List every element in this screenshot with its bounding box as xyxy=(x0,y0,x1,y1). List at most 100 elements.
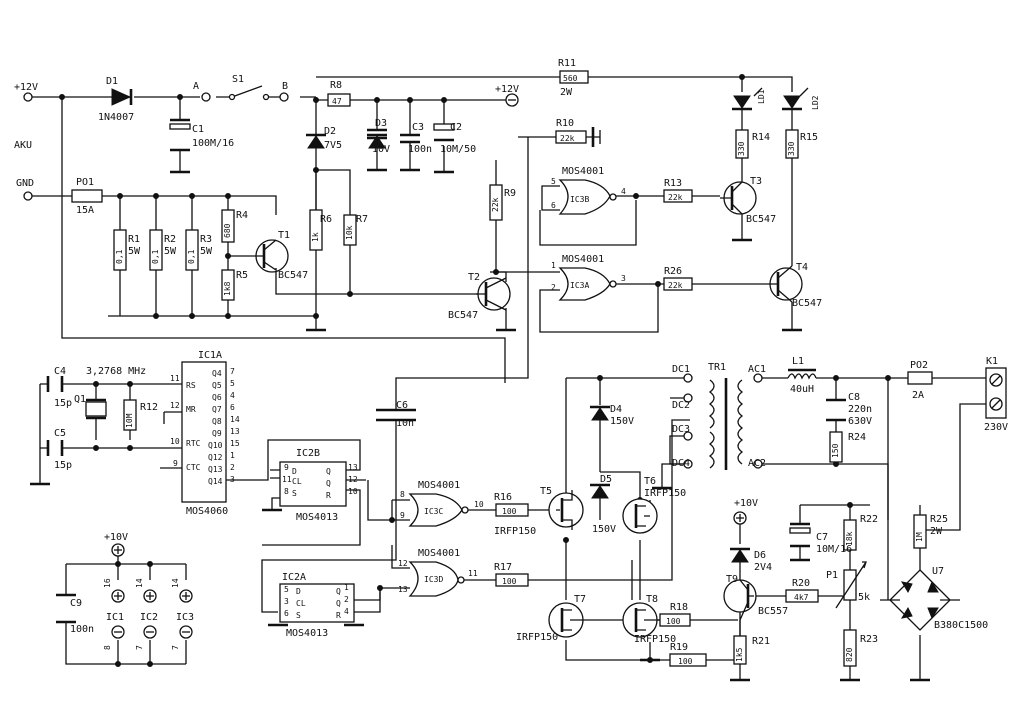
label-ic2a-p4: 4 xyxy=(344,607,349,616)
label-ic2: IC2 xyxy=(140,612,158,623)
label-ic1-q8: Q8 xyxy=(212,417,222,426)
label-r19: R19 xyxy=(670,642,688,653)
label-ic1-p9: 9 xyxy=(173,459,178,468)
label-ic2a-p6: 6 xyxy=(284,609,289,618)
label-ic1-q13: Q13 xyxy=(208,465,223,474)
label-r12-val: 10M xyxy=(125,413,134,428)
label-r3-pw: 5W xyxy=(200,246,213,257)
label-ic2a: IC2A xyxy=(282,572,306,583)
label-r25: R25 xyxy=(930,514,948,525)
label-p1pot: P1 xyxy=(826,570,838,581)
label-ic2a-qn: Q xyxy=(336,599,341,608)
label-ic2b-chip: MOS4013 xyxy=(296,512,338,523)
label-ic2b-s: S xyxy=(292,489,297,498)
label-po2-val: 2A xyxy=(912,390,924,401)
label-c9-val: 100n xyxy=(70,624,94,635)
label-r9: R9 xyxy=(504,188,516,199)
transistors xyxy=(255,181,803,638)
label-r3-val: 0,1 xyxy=(187,249,196,264)
transformer-tr1 xyxy=(708,378,744,470)
label-ic2b: IC2B xyxy=(296,448,320,459)
label-c6: C6 xyxy=(396,400,408,411)
label-ic2a-r: R xyxy=(336,611,341,620)
label-r14: R14 xyxy=(752,132,770,143)
label-q1: Q1 xyxy=(74,394,86,405)
label-r18-val: 100 xyxy=(666,617,681,626)
label-r12: R12 xyxy=(140,402,158,413)
label-po1-val: 15A xyxy=(76,205,94,216)
label-po2: PO2 xyxy=(910,360,928,371)
label-ic1-mr: MR xyxy=(186,405,196,414)
label-ic3d-chip: MOS4001 xyxy=(418,548,460,559)
label-r17-val: 100 xyxy=(502,577,517,586)
label-c3-val: 100n xyxy=(408,144,432,155)
label-ic1-p12: 12 xyxy=(170,401,180,410)
label-ic1-q5: Q5 xyxy=(212,381,222,390)
label-ic2a-p1: 1 xyxy=(344,583,349,592)
label-r23: R23 xyxy=(860,634,878,645)
label-t4: T4 xyxy=(796,262,808,273)
label-d6: D6 xyxy=(754,550,766,561)
label-t8-val: IRFP150 xyxy=(634,634,676,645)
label-r21-val: 1k5 xyxy=(735,647,744,662)
label-r4-val: 680 xyxy=(223,223,232,238)
label-ic1-q12: Q12 xyxy=(208,453,223,462)
label-k1-val: 230V xyxy=(984,422,1008,433)
label-ic2b-q: Q xyxy=(326,467,331,476)
label-ic2b-p11: 11 xyxy=(282,475,292,484)
label-r6: R6 xyxy=(320,214,332,225)
label-r26: R26 xyxy=(664,266,682,277)
label-node-a: A xyxy=(193,81,199,92)
label-c3: C3 xyxy=(412,122,424,133)
label-ic2b-p12: 12 xyxy=(348,475,358,484)
label-d5: D5 xyxy=(600,474,612,485)
label-ic1-n14: 14 xyxy=(230,415,240,424)
label-r18: R18 xyxy=(670,602,688,613)
label-ic1-q4: Q4 xyxy=(212,369,222,378)
label-ld2: LD2 xyxy=(811,95,820,110)
label-d3-val: 10V xyxy=(372,144,390,155)
label-r11-pw: 2W xyxy=(560,87,573,98)
label-k1: K1 xyxy=(986,356,998,367)
label-d4: D4 xyxy=(610,404,622,415)
label-c8: C8 xyxy=(848,392,860,403)
label-t7-val: IRFP150 xyxy=(516,632,558,643)
label-pin5: 5 xyxy=(551,177,556,186)
label-r7: R7 xyxy=(356,214,368,225)
label-node-b: B xyxy=(282,81,288,92)
label-d2-val: 7V5 xyxy=(324,140,342,151)
label-t5-val: IRFP150 xyxy=(494,526,536,537)
label-c7: C7 xyxy=(816,532,828,543)
label-r10: R10 xyxy=(556,118,574,129)
label-r1: R1 xyxy=(128,234,140,245)
label-vplus10-b: +10V xyxy=(104,532,128,543)
label-ic2a-chip: MOS4013 xyxy=(286,628,328,639)
resistors xyxy=(71,70,933,667)
label-r8: R8 xyxy=(330,80,342,91)
ground-symbols xyxy=(30,127,930,682)
label-ic3a-chip: MOS4001 xyxy=(562,254,604,265)
label-t7: T7 xyxy=(574,594,586,605)
label-pin12: 12 xyxy=(398,559,408,568)
label-pin13: 13 xyxy=(398,585,408,594)
label-c6-val: 10n xyxy=(396,418,414,429)
label-ic1-n2: 2 xyxy=(230,463,235,472)
label-ic3: IC3 xyxy=(176,612,194,623)
label-r19-val: 100 xyxy=(678,657,693,666)
label-r3: R3 xyxy=(200,234,212,245)
label-s1: S1 xyxy=(232,74,244,85)
label-d3: D3 xyxy=(375,118,387,129)
label-c7-val: 10M/16 xyxy=(816,544,852,555)
label-ic2b-p13: 13 xyxy=(348,463,358,472)
label-r11-val: 560 xyxy=(563,74,578,83)
label-ic2a-p2: 2 xyxy=(344,595,349,604)
label-r2-pw: 5W xyxy=(164,246,177,257)
label-ic2b-p9: 9 xyxy=(284,463,289,472)
label-d4-val: 150V xyxy=(610,416,634,427)
label-r23-val: 820 xyxy=(845,647,854,662)
label-ic1-q7: Q7 xyxy=(212,405,222,414)
label-ac1: AC1 xyxy=(748,364,766,375)
label-l1-val: 40uH xyxy=(790,384,814,395)
label-vplus12-rail: +12V xyxy=(495,84,519,95)
label-pin16: 16 xyxy=(103,578,112,588)
